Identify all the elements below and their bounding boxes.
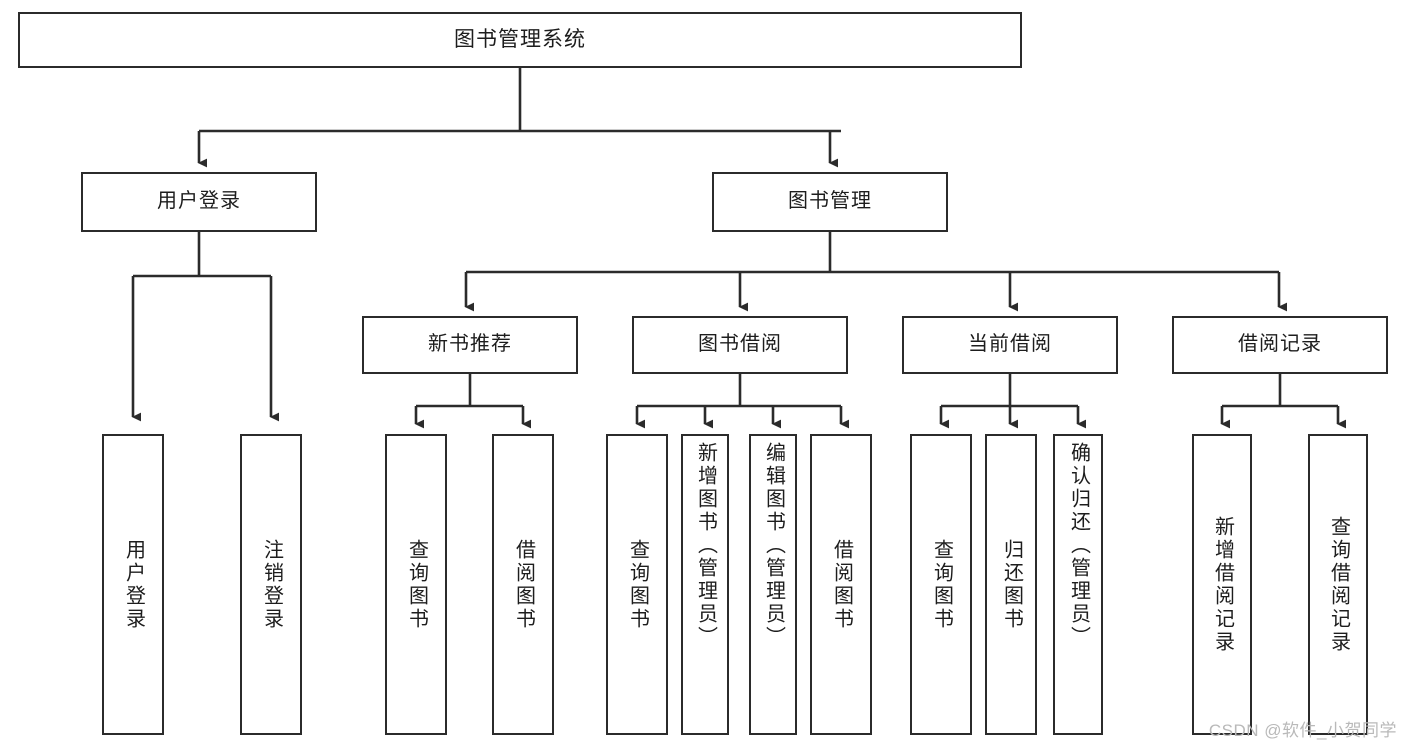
leaf-borrow-book[interactable]: 借阅图书 <box>810 434 872 735</box>
node-root-library-system[interactable]: 图书管理系统 <box>18 12 1022 68</box>
csdn-watermark: CSDN @软件_小贺同学 <box>1208 721 1397 740</box>
node-label: 图书管理 <box>788 190 872 213</box>
leaf-edit-book-admin[interactable]: 编辑图书（管理员） <box>749 434 797 735</box>
node-label: 借阅图书 <box>830 538 853 631</box>
node-label: 当前借阅 <box>968 333 1052 356</box>
node-user-login[interactable]: 用户登录 <box>81 172 317 232</box>
node-label: 查询图书 <box>626 538 649 631</box>
node-label: 新增图书（管理员） <box>694 442 717 649</box>
leaf-add-book-admin[interactable]: 新增图书（管理员） <box>681 434 729 735</box>
node-book-management[interactable]: 图书管理 <box>712 172 948 232</box>
node-label: 用户登录 <box>157 190 241 213</box>
node-label: 编辑图书（管理员） <box>762 442 785 649</box>
node-label: 用户登录 <box>122 538 145 631</box>
node-label: 查询图书 <box>405 538 428 631</box>
node-label: 确认归还（管理员） <box>1067 442 1090 649</box>
leaf-query-book-current[interactable]: 查询图书 <box>910 434 972 735</box>
node-label: 借阅记录 <box>1238 333 1322 356</box>
node-label: 注销登录 <box>260 538 283 631</box>
leaf-borrow-book-recommend[interactable]: 借阅图书 <box>492 434 554 735</box>
node-label: 查询借阅记录 <box>1327 515 1350 654</box>
node-label: 图书管理系统 <box>454 27 586 51</box>
leaf-confirm-return-admin[interactable]: 确认归还（管理员） <box>1053 434 1103 735</box>
node-label: 归还图书 <box>1000 538 1023 631</box>
node-current-borrow[interactable]: 当前借阅 <box>902 316 1118 374</box>
node-label: 新增借阅记录 <box>1211 515 1234 654</box>
leaf-query-book-recommend[interactable]: 查询图书 <box>385 434 447 735</box>
leaf-add-borrow-record[interactable]: 新增借阅记录 <box>1192 434 1252 735</box>
leaf-query-borrow-record[interactable]: 查询借阅记录 <box>1308 434 1368 735</box>
node-label: 图书借阅 <box>698 333 782 356</box>
node-book-borrow[interactable]: 图书借阅 <box>632 316 848 374</box>
node-borrow-record[interactable]: 借阅记录 <box>1172 316 1388 374</box>
node-label: 查询图书 <box>930 538 953 631</box>
node-label: 新书推荐 <box>428 333 512 356</box>
leaf-return-book[interactable]: 归还图书 <box>985 434 1037 735</box>
node-new-book-recommend[interactable]: 新书推荐 <box>362 316 578 374</box>
leaf-user-logout[interactable]: 注销登录 <box>240 434 302 735</box>
node-label: 借阅图书 <box>512 538 535 631</box>
leaf-query-book-borrow[interactable]: 查询图书 <box>606 434 668 735</box>
leaf-user-login[interactable]: 用户登录 <box>102 434 164 735</box>
